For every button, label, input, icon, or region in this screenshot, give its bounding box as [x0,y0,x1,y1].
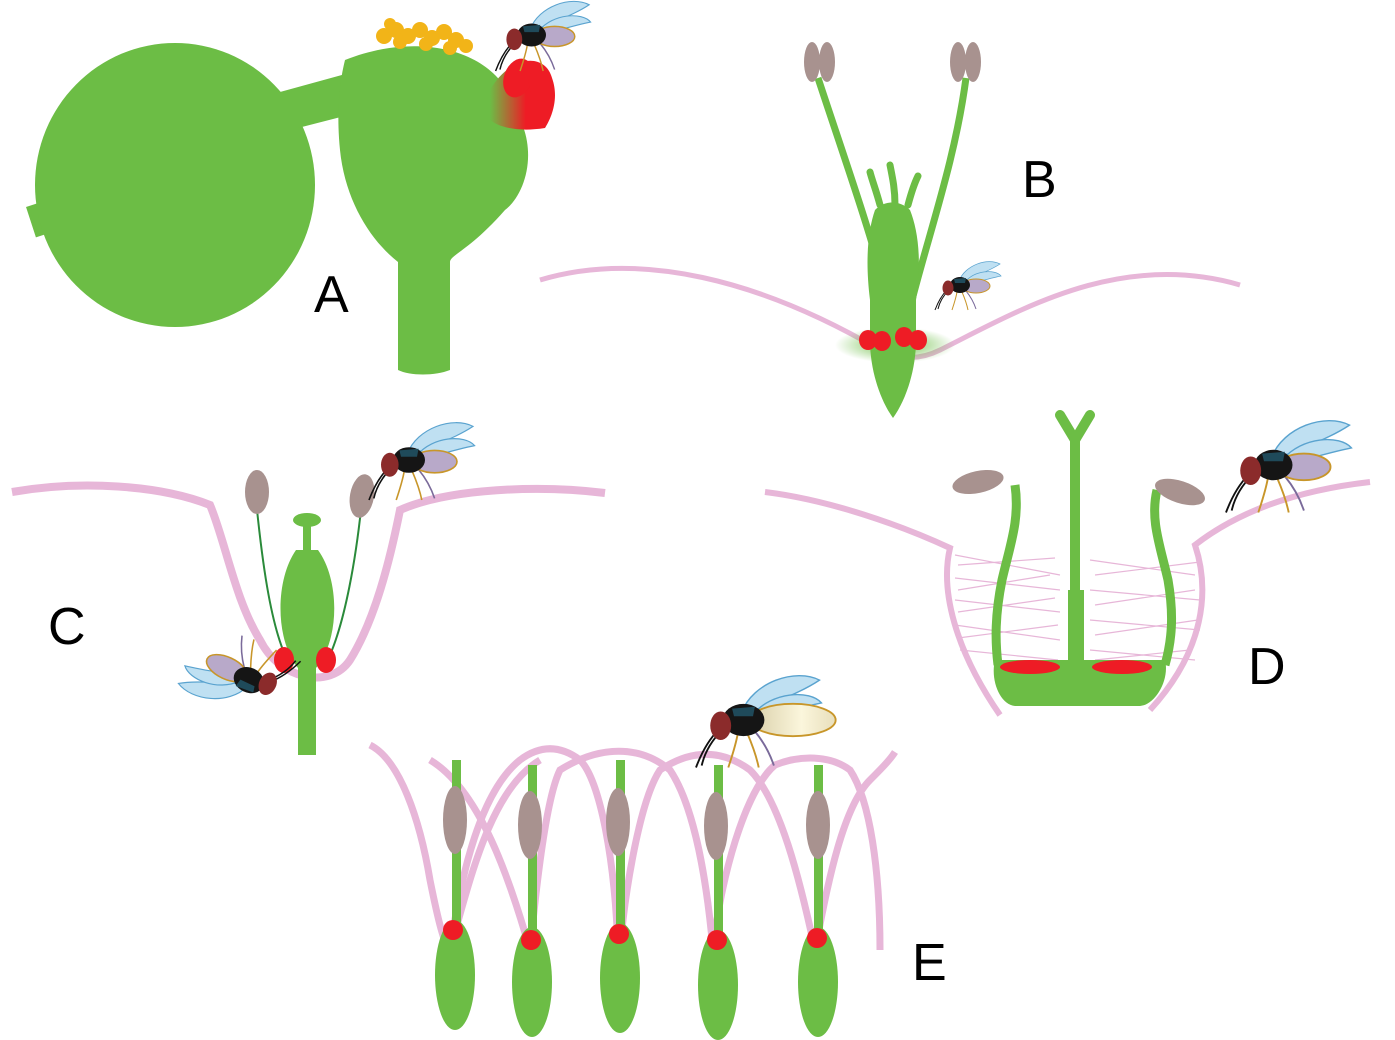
panel-a-label: A [314,266,349,324]
panel-c-flower [12,470,605,755]
fly-icon [935,262,1001,310]
fly-icon [175,618,300,730]
fly-icon [369,423,475,500]
panel-e-label: E [912,934,947,992]
panel-e-florets [370,745,895,1040]
panel-b-label: B [1022,151,1057,209]
panel-c-label: C [48,598,86,656]
fly-icon [496,1,591,71]
panel-a-flower [26,18,556,375]
panel-b-flower [540,42,1240,418]
panel-d-label: D [1248,638,1286,696]
